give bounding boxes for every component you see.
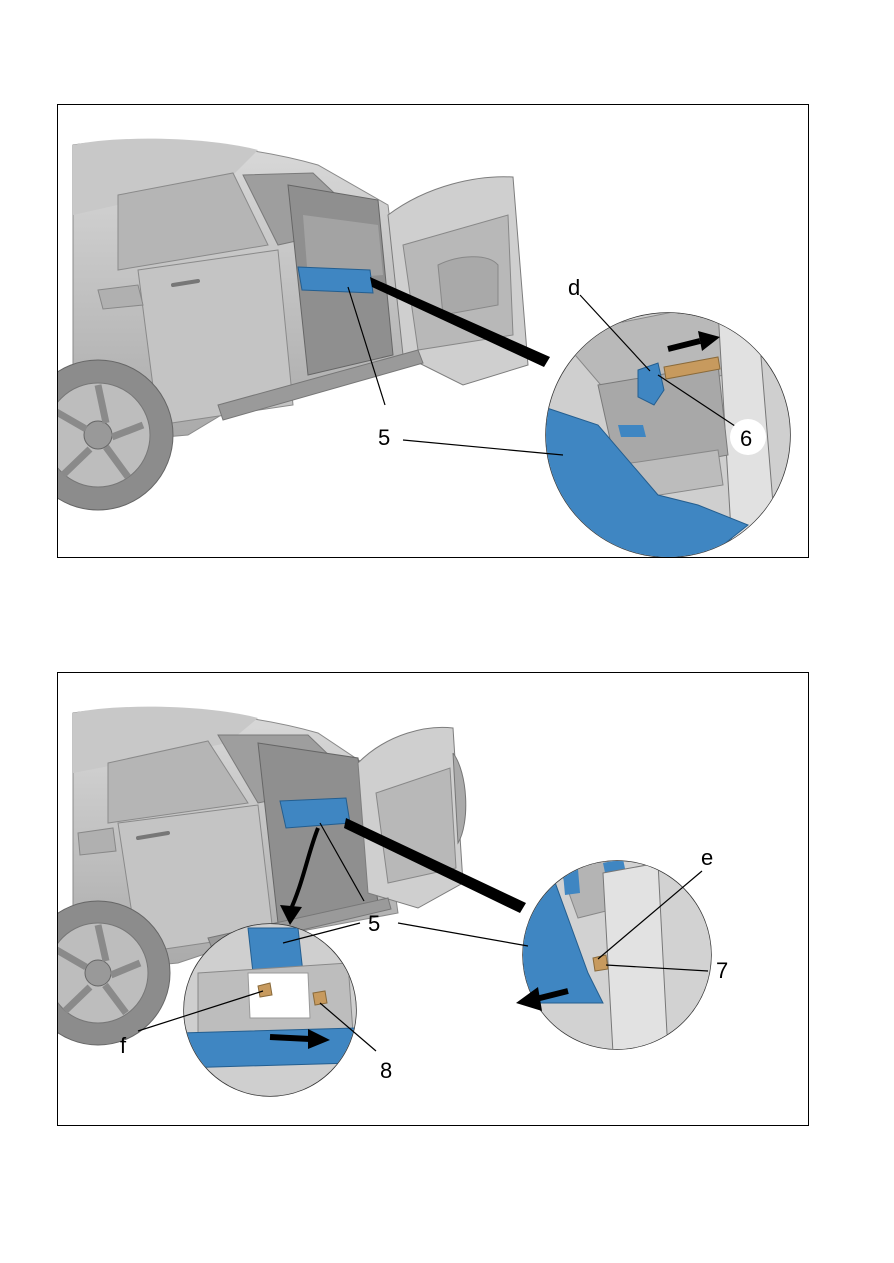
glovebox-part [297,266,374,294]
pull-direction-arrow [516,987,569,1011]
figure-bottom-panel: 5 e 7 f 8 [57,672,809,1126]
callout-component: 5 [378,425,390,450]
car-body [58,706,467,1046]
glovebox-part [279,797,351,829]
clip [637,362,665,406]
callout-fastener-left: 8 [380,1058,392,1083]
detail-zoom-circle-left [183,923,357,1097]
pull-direction-arrow [667,331,720,352]
zoom-connector [370,277,550,367]
zoom-part [546,404,749,557]
figure-top-illustration: 5 d 6 [58,138,791,557]
callout-detail-left: f [120,1033,127,1058]
callout-fastener-right: 7 [716,958,728,983]
car-body [58,138,529,511]
figure-top-panel: 5 d 6 [57,104,809,558]
zoom-connector [344,818,526,913]
slide-direction-arrow [269,1029,330,1049]
zoom-part [184,1027,356,1069]
figure-bottom-illustration: 5 e 7 f 8 [58,706,728,1097]
callout-fastener: 6 [740,426,752,451]
callout-detail-right: e [701,845,713,870]
callout-component: 5 [368,911,380,936]
fastener-tan [663,356,721,380]
curved-arrow [288,827,320,912]
callout-bubble [730,419,766,455]
detail-zoom-circle-right [516,860,712,1050]
fastener-tan-right [312,990,328,1006]
fastener-tan-left [257,982,273,998]
callout-detail: d [568,275,580,300]
